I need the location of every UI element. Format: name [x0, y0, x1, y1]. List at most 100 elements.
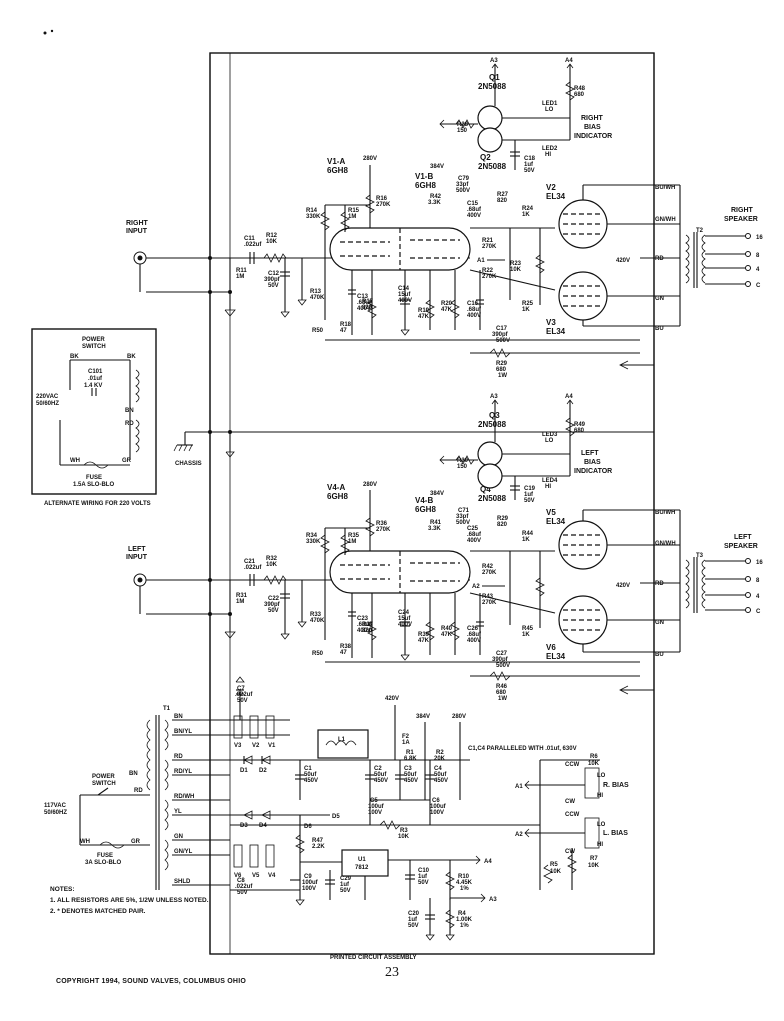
svg-text:680: 680 [496, 367, 507, 373]
chassis-ground: CHASSIS [173, 430, 654, 467]
svg-text:47K: 47K [418, 638, 430, 644]
left-tap-c[interactable] [745, 607, 751, 613]
right-tap-8[interactable] [745, 251, 751, 257]
left-tap-16[interactable] [745, 558, 751, 564]
svg-text:20K: 20K [434, 756, 446, 762]
q3-transistor [477, 441, 503, 467]
notes-title: NOTES: [50, 886, 75, 893]
left-a3: A3 [490, 394, 498, 400]
svg-text:400V: 400V [398, 622, 412, 628]
svg-text:BN: BN [174, 714, 183, 720]
svg-text:1M: 1M [348, 539, 356, 545]
svg-text:R29: R29 [497, 516, 509, 522]
r-bias-pot[interactable] [584, 767, 600, 799]
svg-text:150: 150 [457, 128, 468, 134]
svg-text:U1: U1 [358, 857, 366, 863]
svg-text:C4: C4 [434, 766, 442, 772]
svg-text:384V: 384V [416, 714, 430, 720]
svg-text:BK: BK [70, 354, 79, 360]
svg-text:R39: R39 [418, 632, 430, 638]
svg-text:C27: C27 [496, 651, 508, 657]
v1a-label-2: 6GH8 [327, 166, 348, 175]
left-tap-8[interactable] [745, 576, 751, 582]
svg-text:R11: R11 [236, 268, 247, 274]
left-a4: A4 [565, 394, 573, 400]
svg-text:A2: A2 [515, 832, 523, 838]
right-tap-16[interactable] [745, 233, 751, 239]
svg-text:C71: C71 [458, 508, 470, 514]
right-input-jack-center [137, 255, 143, 261]
note-1: 1. ALL RESISTORS ARE 5%, 1/2W UNLESS NOT… [50, 897, 209, 904]
svg-text:R23: R23 [510, 261, 522, 267]
svg-text:100V: 100V [302, 886, 316, 892]
svg-text:R45: R45 [522, 626, 534, 632]
v1b-label-2: 6GH8 [415, 181, 436, 190]
rail-280v-right: 280V [363, 156, 377, 162]
svg-text:15uf: 15uf [398, 292, 411, 298]
svg-text:R22: R22 [482, 268, 494, 274]
right-tap-4[interactable] [745, 265, 751, 271]
svg-text:L1: L1 [338, 737, 346, 743]
mains-voltage-2: 50/60HZ [44, 810, 67, 816]
mains-voltage-1: 117VAC [44, 803, 67, 809]
svg-text:.01uf: .01uf [88, 376, 103, 382]
v6-label-2: EL34 [546, 652, 566, 661]
svg-text:R34: R34 [306, 533, 318, 539]
svg-text:R29: R29 [496, 361, 508, 367]
power-switch[interactable] [97, 787, 109, 796]
svg-text:LO: LO [597, 773, 606, 779]
note-2: 2. * DENOTES MATCHED PAIR. [50, 908, 146, 915]
svg-text:V1: V1 [268, 743, 276, 749]
svg-text:50/60HZ: 50/60HZ [36, 401, 59, 407]
left-tap-8-label: 8 [756, 578, 760, 584]
svg-text:1uf: 1uf [408, 917, 418, 923]
svg-text:680: 680 [496, 690, 507, 696]
svg-text:10K: 10K [588, 761, 600, 767]
svg-text:100V: 100V [368, 810, 382, 816]
svg-text:820: 820 [362, 305, 373, 311]
svg-text:1.00K: 1.00K [456, 917, 473, 923]
left-input-label-2: INPUT [126, 554, 148, 561]
left-tap-4[interactable] [745, 592, 751, 598]
svg-text:D3: D3 [240, 823, 248, 829]
svg-text:47K: 47K [418, 314, 430, 320]
svg-text:390pf: 390pf [492, 657, 509, 663]
chassis-label: CHASSIS [175, 461, 202, 467]
svg-text:CW: CW [565, 849, 575, 855]
svg-text:C6: C6 [432, 798, 440, 804]
svg-text:C7: C7 [237, 686, 245, 692]
svg-text:1.4 KV: 1.4 KV [84, 383, 102, 389]
svg-text:.68uf: .68uf [467, 207, 482, 213]
svg-text:POWER: POWER [82, 337, 105, 343]
left-channel: LEFT INPUT V4-A 6GH8 V4-B 6GH8 280V 384V [126, 394, 763, 695]
notes: NOTES: 1. ALL RESISTORS ARE 5%, 1/2W UNL… [50, 884, 209, 917]
left-indicator-2: BIAS [584, 459, 601, 466]
svg-text:HI: HI [597, 793, 603, 799]
svg-text:50V: 50V [524, 498, 535, 504]
svg-text:C5: C5 [370, 798, 378, 804]
svg-text:R12: R12 [266, 233, 278, 239]
svg-text:R2: R2 [436, 750, 444, 756]
svg-text:F2: F2 [402, 734, 410, 740]
svg-text:50V: 50V [524, 168, 535, 174]
left-indicator-3: INDICATOR [574, 468, 612, 475]
svg-text:C15: C15 [467, 201, 479, 207]
right-a1: A1 [477, 258, 485, 264]
svg-text:470K: 470K [310, 618, 325, 624]
svg-text:CW: CW [565, 799, 575, 805]
svg-text:1%: 1% [460, 923, 469, 929]
svg-text:400V: 400V [467, 313, 481, 319]
svg-text:.022uf: .022uf [244, 242, 262, 248]
stray-mark [43, 31, 47, 35]
v1b-label-1: V1-B [415, 172, 433, 181]
svg-text:820: 820 [362, 628, 373, 634]
svg-text:A3: A3 [489, 897, 497, 903]
v1a-label-1: V1-A [327, 157, 345, 166]
right-channel: RIGHT INPUT V1-A 6GH8 V1-B 6GH8 280V 384… [126, 58, 763, 370]
svg-text:R5: R5 [550, 862, 558, 868]
right-tap-c[interactable] [745, 281, 751, 287]
q2-label-2: 2N5088 [478, 162, 507, 171]
svg-text:R18: R18 [340, 322, 352, 328]
left-bu-wh: BU/WH [655, 510, 675, 516]
q1-label-2: 2N5088 [478, 82, 507, 91]
